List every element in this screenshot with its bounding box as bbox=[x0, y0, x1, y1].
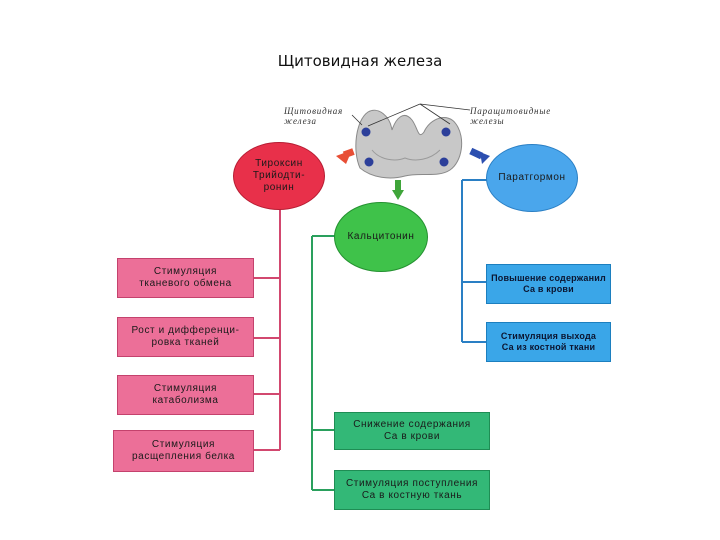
right-box-2: Стимуляция выхода Са из костной ткани bbox=[486, 322, 611, 362]
arrow-to-calcitonin bbox=[392, 190, 404, 200]
node-thyroxine: Тироксин Трийодти- ронин bbox=[233, 142, 325, 210]
blue-connectors bbox=[461, 179, 488, 343]
left-box-1: Стимуляция тканевого обмена bbox=[117, 258, 254, 298]
left-box-2: Рост и дифференци- ровка тканей bbox=[117, 317, 254, 357]
parathyroid-dot bbox=[439, 157, 449, 167]
left-box-4: Стимуляция расщепления белка bbox=[113, 430, 254, 472]
node-calcitonin: Кальцитонин bbox=[334, 202, 428, 272]
slide-title: Щитовидная железа bbox=[277, 52, 443, 70]
middle-box-2: Стимуляция поступления Ca в костную ткан… bbox=[334, 470, 490, 510]
label-parathyroid: Паращитовидные железы bbox=[470, 106, 552, 126]
parathyroid-dot bbox=[441, 127, 451, 137]
node-parathormone: Паратгормон bbox=[486, 144, 578, 212]
right-box-1: Повышение содержанил Са в крови bbox=[486, 264, 611, 304]
thyroid-gland-illustration bbox=[351, 103, 471, 179]
left-box-3: Стимуляция катаболизма bbox=[117, 375, 254, 415]
green-connectors bbox=[311, 235, 335, 491]
label-thyroid: Щитовидная железа bbox=[284, 106, 343, 126]
middle-box-1: Снижение содержания Ca в крови bbox=[334, 412, 490, 450]
arrow-to-parathormone bbox=[480, 152, 490, 164]
pink-connectors bbox=[254, 208, 281, 451]
parathyroid-dot bbox=[364, 157, 374, 167]
parathyroid-dot bbox=[361, 127, 371, 137]
